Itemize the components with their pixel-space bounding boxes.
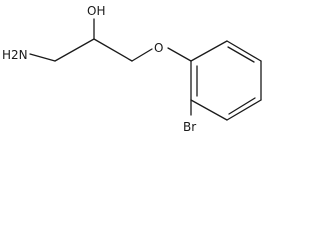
bromine-label: Br — [183, 120, 196, 134]
ring-double-bond-top — [227, 46, 255, 63]
chemical-structure-diagram: H2N OH O Br — [2, 4, 262, 134]
ring-bond-c5-c6 — [226, 40, 262, 62]
ring-double-bond-bottom — [228, 97, 256, 115]
ring-bond-c2-c3 — [190, 99, 228, 121]
bond-c3-o — [131, 48, 153, 62]
hydroxyl-label: OH — [87, 4, 105, 18]
bond-nh2-c1 — [29, 53, 56, 62]
bond-c2-c3 — [93, 38, 133, 62]
ring-bond-c3-c4 — [226, 99, 262, 121]
ether-oxygen-label: O — [154, 41, 163, 55]
bond-c1-c2 — [54, 38, 95, 62]
ring-bond-c6-c1 — [190, 40, 228, 62]
amine-label: H2N — [2, 48, 28, 62]
bond-o-ring — [167, 47, 192, 62]
